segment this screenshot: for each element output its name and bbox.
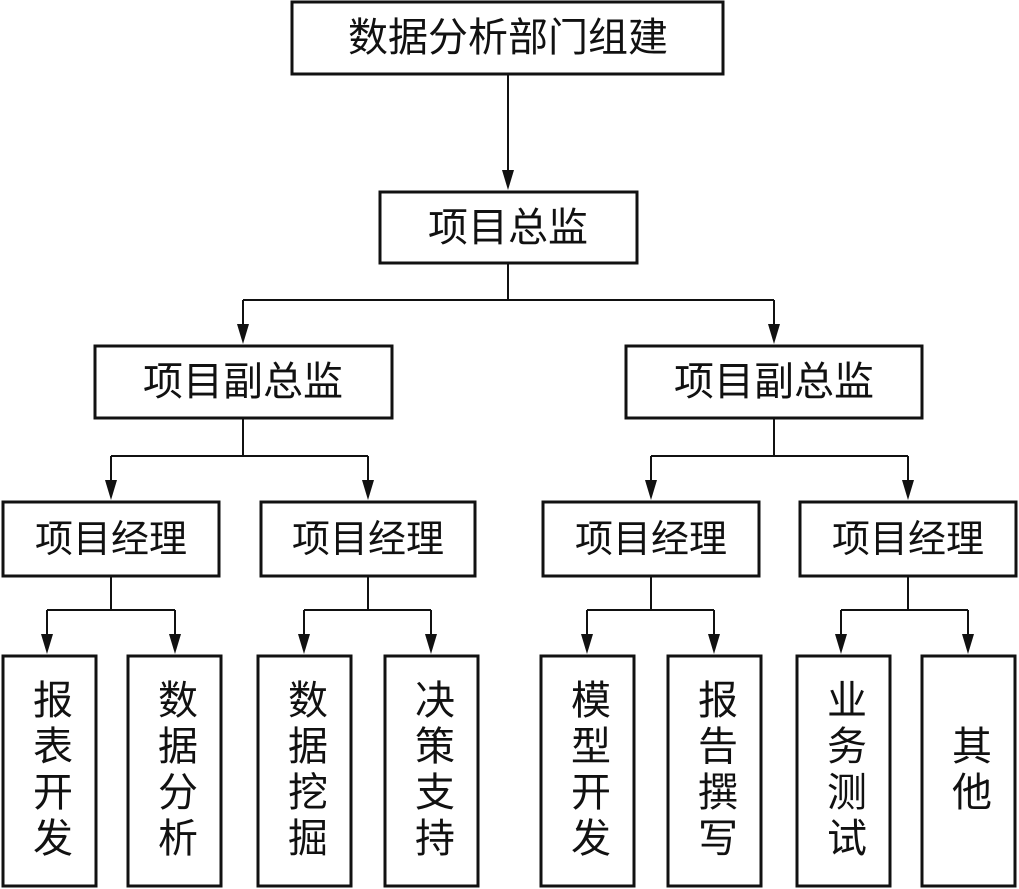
arrowhead xyxy=(645,480,657,500)
manager-label: 项目经理 xyxy=(292,517,444,561)
task-node: 数据分析 xyxy=(126,654,223,888)
task-node: 业务测试 xyxy=(795,654,892,888)
task-label: 模型开发 xyxy=(564,679,610,863)
connectors xyxy=(41,74,974,654)
task-label: 数据挖掘 xyxy=(281,679,327,863)
root-label: 数据分析部门组建 xyxy=(348,15,668,61)
task-label: 决策支持 xyxy=(408,679,454,863)
task-label: 数据分析 xyxy=(151,679,197,863)
arrowhead xyxy=(298,634,310,654)
arrowhead xyxy=(41,634,53,654)
root-node: 数据分析部门组建 xyxy=(290,0,725,76)
task-node: 报告撰写 xyxy=(666,654,763,888)
arrowhead xyxy=(768,324,780,344)
task-node: 决策支持 xyxy=(383,654,480,888)
arrowhead xyxy=(708,634,720,654)
manager-label: 项目经理 xyxy=(832,517,984,561)
arrowhead xyxy=(902,480,914,500)
director-label: 项目总监 xyxy=(428,205,588,251)
manager-node: 项目经理 xyxy=(259,500,477,578)
deputy-label: 项目副总监 xyxy=(674,359,874,405)
task-label: 报告撰写 xyxy=(691,679,737,863)
deputy-node: 项目副总监 xyxy=(624,344,924,420)
task-node: 模型开发 xyxy=(539,654,636,888)
task-label: 业务测试 xyxy=(820,679,866,863)
manager-label: 项目经理 xyxy=(35,517,187,561)
manager-node: 项目经理 xyxy=(1,500,221,578)
task-label: 其他 xyxy=(945,725,992,817)
arrowhead xyxy=(362,480,374,500)
director-node: 项目总监 xyxy=(378,190,639,265)
arrowhead xyxy=(581,634,593,654)
deputy-label: 项目副总监 xyxy=(143,359,343,405)
deputy-node: 项目副总监 xyxy=(93,344,394,420)
arrowhead xyxy=(237,324,249,344)
task-node: 报表开发 xyxy=(1,654,98,888)
arrowhead xyxy=(169,634,181,654)
task-label: 报表开发 xyxy=(26,679,72,863)
task-node: 其他 xyxy=(920,654,1017,888)
manager-label: 项目经理 xyxy=(575,517,727,561)
arrowhead xyxy=(962,634,974,654)
arrowhead xyxy=(502,170,514,190)
manager-node: 项目经理 xyxy=(798,500,1018,578)
arrowhead xyxy=(105,480,117,500)
manager-node: 项目经理 xyxy=(541,500,761,578)
arrowhead xyxy=(425,634,437,654)
task-node: 数据挖掘 xyxy=(256,654,353,888)
arrowhead xyxy=(835,634,847,654)
